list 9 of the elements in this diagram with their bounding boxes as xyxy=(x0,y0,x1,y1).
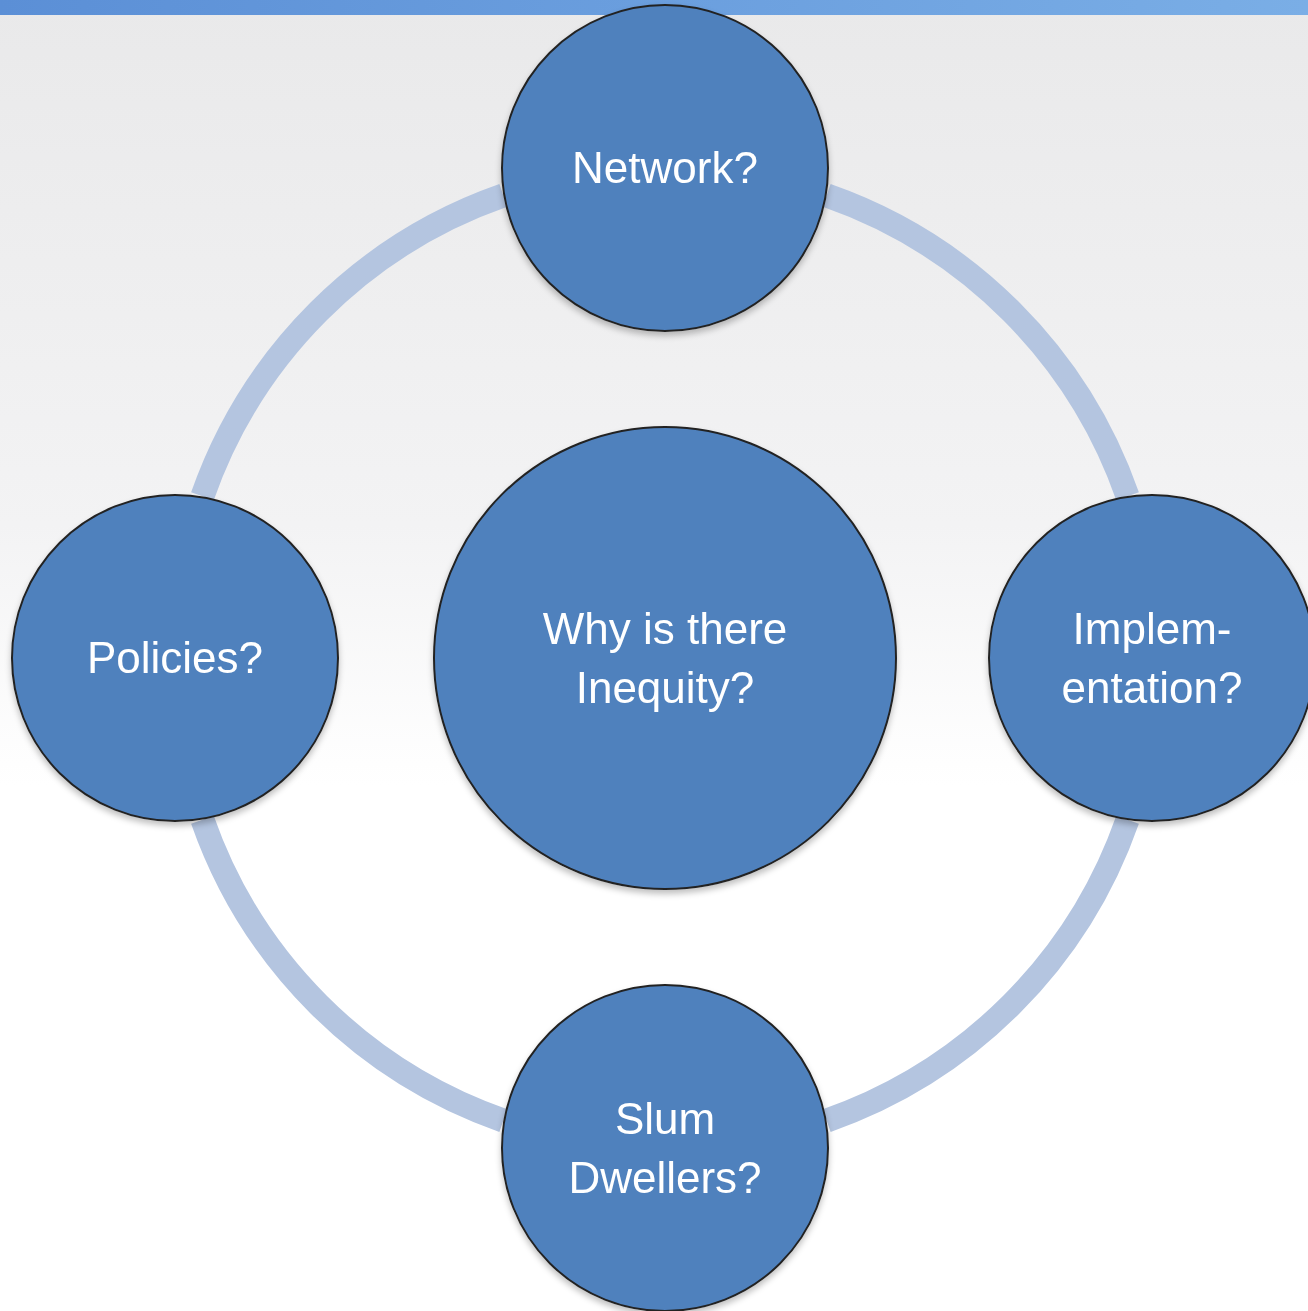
circle-label: Policies? xyxy=(86,632,264,685)
ring-arc xyxy=(822,184,1139,501)
circle-label: Why is there Inequity? xyxy=(541,602,789,714)
circle-label: Implem- entation? xyxy=(1060,602,1244,714)
circle-label: Slum Dwellers? xyxy=(567,1092,763,1204)
ring-arc xyxy=(191,815,508,1132)
ring-arc xyxy=(822,815,1139,1132)
circle-label: Network? xyxy=(572,142,758,195)
ring-arc xyxy=(191,184,508,501)
